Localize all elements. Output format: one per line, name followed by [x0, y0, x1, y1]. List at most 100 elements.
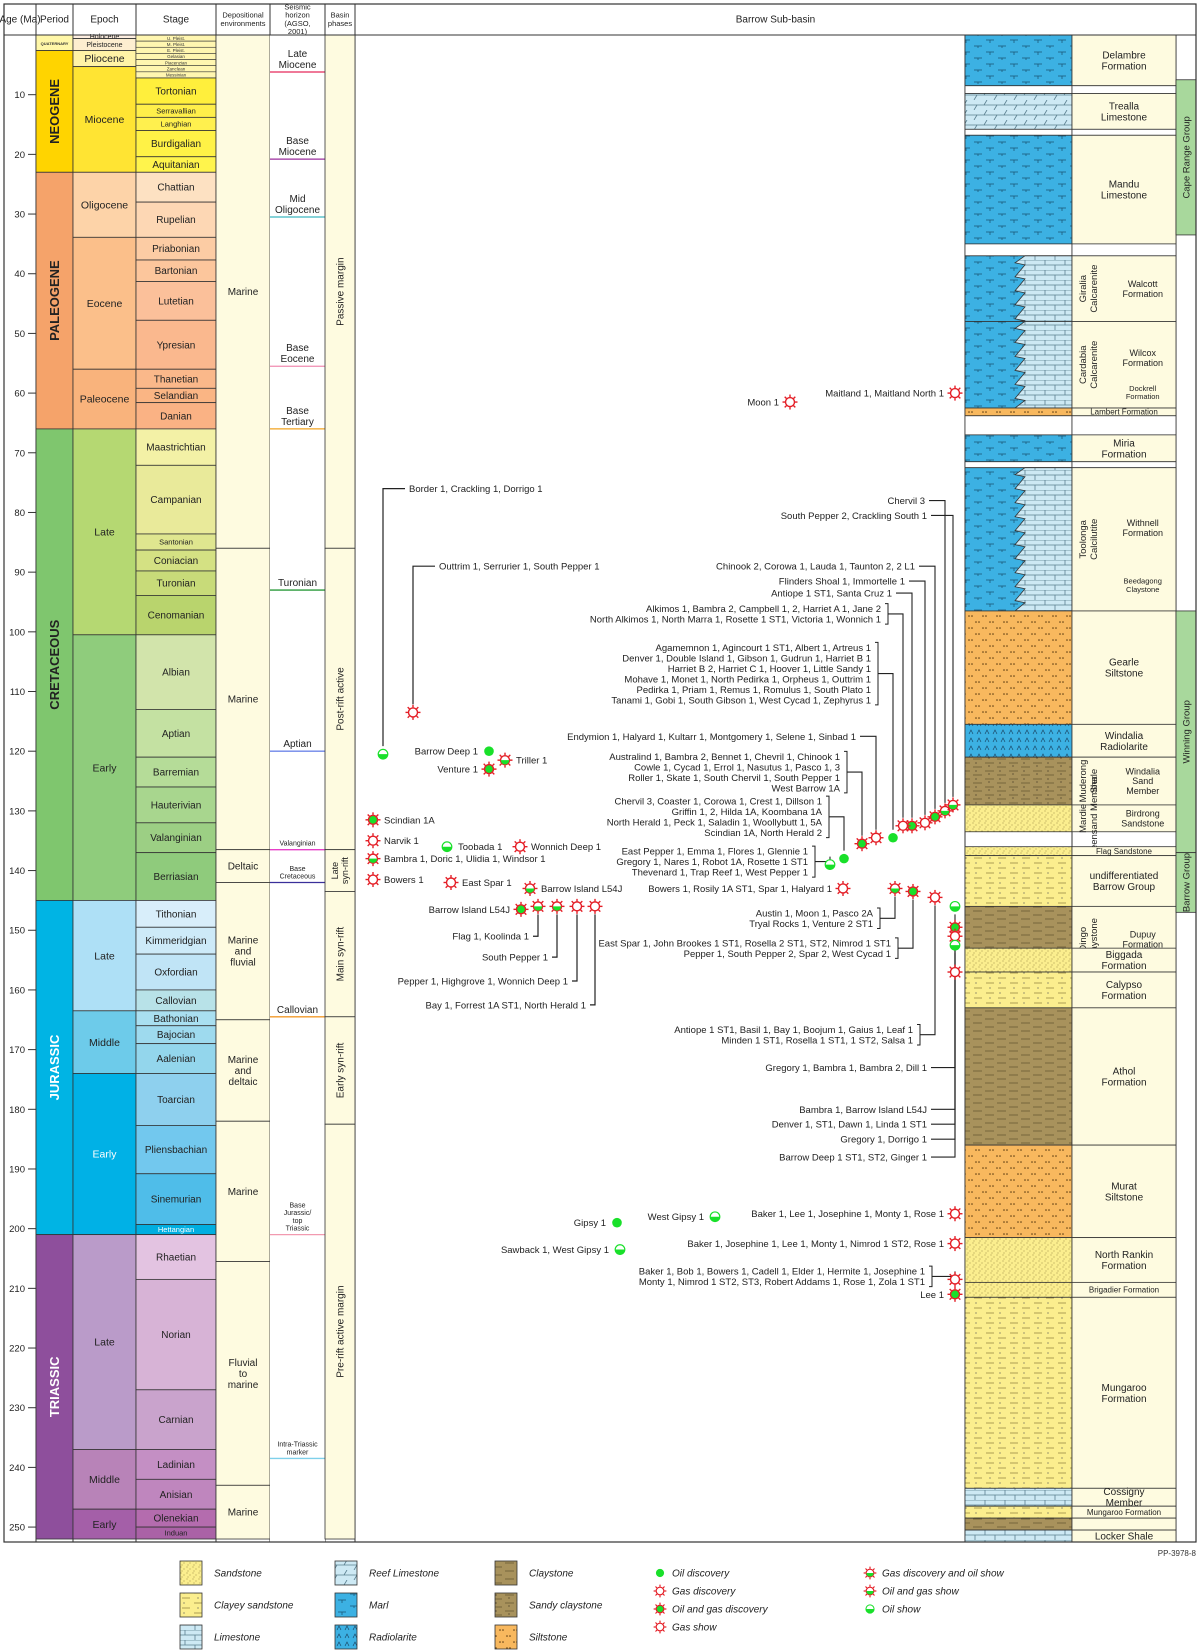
- leader-line: [552, 914, 558, 958]
- well-label: Baker 1, Lee 1, Josephine 1, Monty 1, Ro…: [751, 1209, 944, 1220]
- basin-phase-label: Main syn-rift: [336, 927, 347, 982]
- ray: [949, 930, 952, 934]
- ray: [928, 817, 931, 820]
- stage-label: Kimmeridgian: [145, 936, 206, 947]
- formation-box: [1071, 461, 1177, 469]
- age-tick-label: 50: [14, 329, 25, 340]
- stage-label: Carnian: [158, 1415, 193, 1426]
- ray: [947, 799, 950, 802]
- age-tick-label: 190: [9, 1164, 25, 1175]
- ray: [376, 843, 379, 847]
- stage-label: Hauterivian: [151, 800, 202, 811]
- formation-label: Toolonga: [1078, 519, 1089, 558]
- gas-discovery-icon: [947, 1271, 963, 1287]
- ray: [916, 885, 919, 889]
- ray: [367, 882, 370, 886]
- epoch-label: Middle: [89, 1037, 120, 1049]
- ray: [376, 882, 379, 886]
- ray: [655, 1611, 658, 1614]
- ray: [541, 909, 544, 913]
- oil-gas-show-icon: [497, 752, 513, 768]
- lithology-unit: [964, 1144, 1073, 1239]
- stage-label: Aquitanian: [152, 160, 199, 171]
- seismic-horizon-label: Base: [286, 343, 309, 354]
- stage-label: Induan: [165, 1529, 188, 1538]
- oil-gas-show-icon: [530, 898, 546, 914]
- ray: [416, 706, 419, 710]
- period-label: NEOGENE: [47, 79, 62, 144]
- epoch-label: Miocene: [85, 114, 125, 126]
- well-label: Endymion 1, Halyard 1, Kultarr 1, Montgo…: [567, 732, 856, 743]
- legend-swatch-radiolarite: [334, 1624, 358, 1650]
- seismic-horizon-label: Late: [288, 49, 308, 60]
- epoch-label: Pleistocene: [86, 42, 122, 49]
- ray: [514, 840, 517, 844]
- ray: [598, 909, 601, 913]
- age-tick-label: 20: [14, 150, 25, 161]
- disc: [949, 1289, 961, 1300]
- legend-label: Gas discovery and oil show: [882, 1569, 1005, 1580]
- legend-swatch-claystone: [494, 1560, 518, 1586]
- ray: [508, 763, 511, 766]
- oil-discovery-icon: [484, 746, 494, 756]
- half: [940, 810, 950, 816]
- leader-line: [590, 914, 596, 1006]
- disc: [919, 817, 931, 829]
- formation-side-label: Walcott: [1128, 279, 1158, 289]
- ray: [499, 754, 502, 758]
- ray: [445, 885, 448, 889]
- ray: [949, 1216, 952, 1220]
- age-tick-label: 130: [9, 806, 25, 817]
- seismic-horizon-label: Tertiary: [281, 417, 314, 428]
- half: [368, 858, 378, 863]
- ray: [929, 811, 932, 814]
- ray: [551, 909, 554, 913]
- lithology-gap: [964, 85, 1073, 94]
- period-band: [35, 900, 74, 1236]
- leader-line: [931, 980, 956, 1158]
- age-tick-label: 250: [9, 1523, 25, 1534]
- oil-show-icon: [441, 841, 453, 853]
- formation-label: Formation: [1101, 991, 1146, 1002]
- gas-disc-oil-show-icon: [863, 1566, 877, 1580]
- column-header-period: Period: [40, 15, 69, 26]
- formation-label: Radiolarite: [1100, 742, 1148, 753]
- ray: [367, 843, 370, 847]
- well-label: Outtrim 1, Serrurier 1, South Pepper 1: [439, 562, 600, 573]
- stage-band: [135, 281, 217, 321]
- stage-label: Pliensbachian: [145, 1145, 207, 1156]
- basin-phase-label: Early syn-rift: [336, 1043, 347, 1099]
- group-label: Barrow Group: [1182, 853, 1193, 912]
- well-label: Chervil 3: [888, 496, 926, 507]
- formation-side-label: Sand: [1132, 776, 1153, 786]
- ray: [865, 1568, 868, 1571]
- stage-label: Albian: [162, 668, 190, 679]
- disc: [571, 901, 583, 912]
- depositional-label: Marine: [228, 936, 259, 947]
- seismic-horizon-label: Aptian: [283, 739, 311, 750]
- gas-discovery-icon: [835, 880, 851, 896]
- ray: [407, 706, 410, 710]
- depositional-label: and: [235, 947, 252, 958]
- period-band: [35, 50, 74, 173]
- ray: [580, 900, 583, 904]
- column-header-depo: Depositional: [222, 11, 264, 20]
- ray: [872, 1586, 875, 1589]
- ray: [929, 900, 932, 904]
- leader-line: [919, 565, 936, 809]
- legend-label: Oil show: [882, 1605, 921, 1616]
- oil-show-icon: [377, 748, 389, 760]
- ray: [958, 939, 961, 943]
- lithology-unit: [964, 804, 1073, 833]
- stage-band: [135, 464, 217, 535]
- well-label: Pepper 1, Highgrove 1, Wonnich Deep 1: [398, 976, 568, 987]
- depositional-label: Marine: [228, 287, 259, 298]
- stage-label-minor: Piacenzian: [165, 60, 188, 65]
- depositional-label: to: [239, 1369, 248, 1380]
- oil-discovery-icon: [655, 1568, 665, 1578]
- well-label: Border 1, Crackling 1, Dorrigo 1: [409, 484, 543, 495]
- epoch-band: [72, 634, 137, 901]
- formation-label: Siltstone: [1105, 669, 1144, 680]
- leader-line: [931, 514, 954, 797]
